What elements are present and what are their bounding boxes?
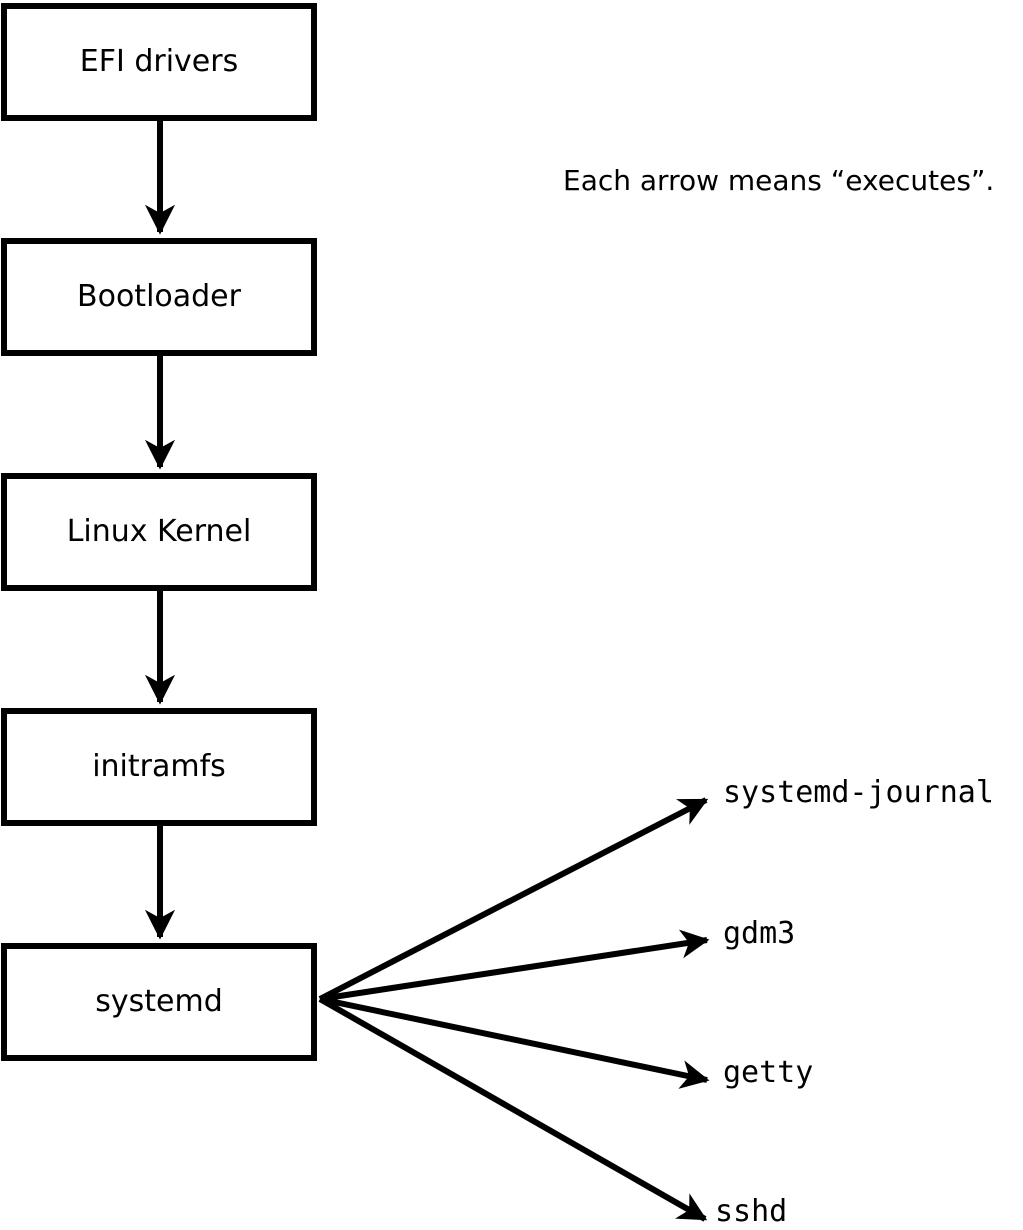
box-label-initramfs: initramfs	[92, 749, 226, 784]
leaf-label-systemd-journal: systemd-journal	[723, 775, 994, 810]
box-label-efi-drivers: EFI drivers	[80, 44, 238, 79]
fanout-arrow-group	[318, 797, 710, 1222]
box-outline-systemd	[1, 943, 317, 1061]
box-label-linux-kernel: Linux Kernel	[67, 514, 252, 549]
process-box-initramfs[interactable]: initramfs	[1, 708, 317, 826]
box-outline-linux-kernel	[1, 473, 317, 591]
diagram-caption: Each arrow means “executes”.	[563, 164, 994, 197]
process-box-bootloader[interactable]: Bootloader	[1, 238, 317, 356]
leaf-label-getty: getty	[723, 1055, 813, 1090]
arrow-systemd-to-systemd-journal	[318, 797, 709, 1002]
process-box-linux-kernel[interactable]: Linux Kernel	[1, 473, 317, 591]
box-outline-initramfs	[1, 708, 317, 826]
box-outline-bootloader	[1, 238, 317, 356]
process-box-efi-drivers[interactable]: EFI drivers	[1, 3, 317, 121]
process-box-systemd[interactable]: systemd	[1, 943, 317, 1061]
leaf-label-gdm3: gdm3	[723, 916, 795, 951]
arrow-systemd-to-sshd	[318, 996, 708, 1222]
arrow-systemd-to-gdm3	[319, 929, 710, 1002]
box-outline-efi-drivers	[1, 3, 317, 121]
leaf-label-sshd: sshd	[715, 1194, 787, 1229]
arrow-systemd-to-getty	[319, 996, 710, 1089]
box-label-bootloader: Bootloader	[77, 279, 242, 314]
box-label-systemd: systemd	[95, 984, 223, 1019]
